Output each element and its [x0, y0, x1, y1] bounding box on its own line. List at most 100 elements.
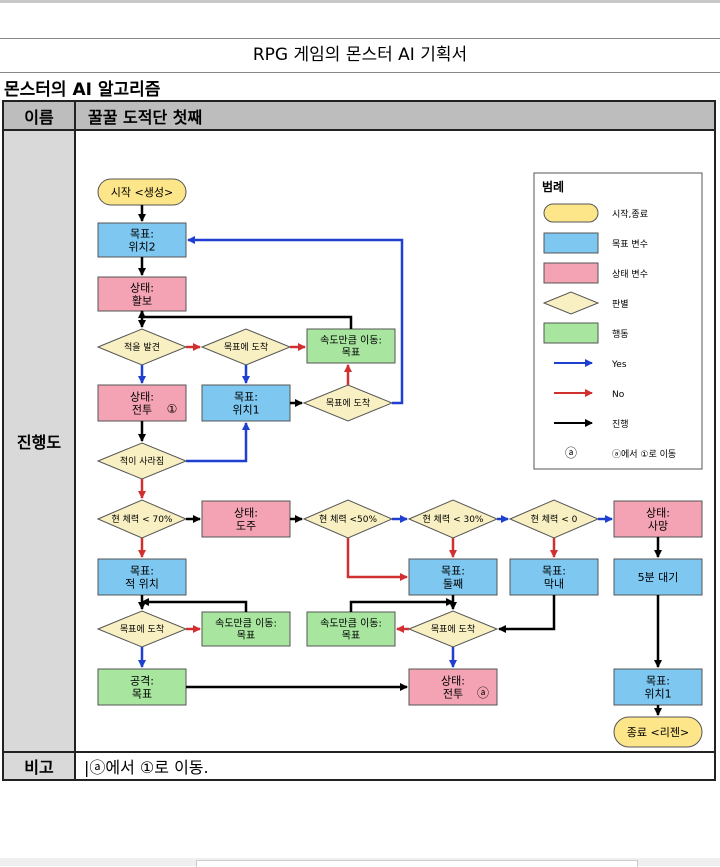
wait-5min-node-text-line: 5분 대기 [638, 571, 679, 584]
goal-pos1-a-node-text-line: 위치1 [232, 403, 259, 416]
state-dead-node-text-line: 사망 [648, 519, 668, 532]
decision-goal-reached-3-text: 목표에 도착 [120, 624, 164, 635]
arrow-move3-back [349, 598, 454, 612]
arrow-reached2-yes [187, 236, 404, 405]
state-dead-node-text-line: 상태: [646, 506, 670, 519]
legend-item-2-swatch [543, 262, 599, 284]
decision-goal-reached-2-text: 목표에 도착 [326, 398, 370, 409]
state-battle-2-node-text: 상태:전투 [441, 674, 465, 700]
legend-item-3-label: 판별 [612, 299, 629, 310]
goal-second-node-text: 목표:둘째 [441, 564, 465, 590]
decision-goal-reached-1-text: 목표에 도착 [224, 342, 268, 353]
wait-5min-node-text: 5분 대기 [638, 571, 679, 584]
name-value: 꿀꿀 도적단 첫째 [74, 100, 716, 131]
goal-second-node-text-line: 목표: [441, 564, 465, 577]
legend-item-7-label: 진행 [612, 418, 629, 430]
decision-hp0-text-line: 현 체력 < 0 [531, 513, 578, 525]
wait-5min-node [613, 558, 703, 596]
state-battle-2-node-text-line: 전투 [443, 687, 463, 700]
decision-enemy-found-text-line: 적을 발견 [124, 341, 160, 353]
goal-pos2-node-text-line: 위치2 [128, 240, 155, 253]
goal-enemy-pos-node-text-line: 목표: [130, 564, 154, 577]
arrow-hp50-no [346, 538, 408, 581]
goal-pos2-node [97, 222, 187, 258]
footer-box [196, 860, 638, 867]
legend-item-2-label: 상태 변수 [612, 269, 648, 280]
action-move-goal-2-text-line: 목표 [237, 630, 255, 642]
state-battle-2-node [408, 668, 498, 706]
state-loot-node-text: 상태:활보 [130, 281, 154, 307]
decision-goal-reached-4 [407, 610, 499, 648]
action-move-goal-1-text-line: 목표 [342, 347, 360, 359]
decision-hp50-text-line: 현 체력 <50% [319, 513, 378, 525]
action-move-goal-3 [306, 611, 396, 647]
state-flee-node-text-line: 상태: [234, 506, 258, 519]
decision-hp30-text-line: 현 체력 < 30% [423, 513, 484, 525]
decision-goal-reached-2-text-line: 목표에 도착 [326, 398, 370, 409]
arrow-youngest-to-reached4 [498, 595, 556, 633]
decision-hp70-text: 현 체력 < 70% [112, 513, 173, 525]
state-dead-node-text: 상태:사망 [646, 506, 670, 532]
state-flee-node-text: 상태:도주 [234, 506, 258, 532]
decision-hp30-text: 현 체력 < 30% [423, 513, 484, 525]
legend-item-3-swatch [542, 291, 600, 315]
goal-pos1-b-node-text-line: 목표: [646, 674, 670, 687]
state-battle-1-node-marker: ① [167, 402, 178, 416]
action-move-goal-3-text: 속도만큼 이동:목표 [320, 618, 382, 642]
goal-enemy-pos-node [97, 558, 187, 596]
decision-enemy-found-text: 적을 발견 [124, 341, 160, 353]
legend-item-4-label: 행동 [612, 328, 629, 340]
legend-item-1-swatch [543, 232, 599, 254]
action-move-goal-1-text-line: 속도만큼 이동: [320, 335, 382, 347]
goal-pos2-node-text-line: 목표: [130, 227, 154, 240]
action-move-goal-1-text: 속도만큼 이동:목표 [320, 335, 382, 359]
state-loot-node-text-line: 상태: [130, 281, 154, 294]
legend-item-4-swatch [543, 322, 599, 344]
state-loot-node-text-line: 활보 [132, 293, 152, 307]
goal-pos1-a-node-text: 목표:위치1 [232, 390, 259, 416]
legend-item-5-label: Yes [611, 360, 627, 370]
action-attack-node-text: 공격:목표 [130, 674, 154, 700]
state-battle-1-node-text: 상태:전투 [130, 390, 154, 416]
goal-youngest-node-text-line: 막내 [544, 577, 564, 590]
start-node-text-line: 시작 <생성> [111, 186, 173, 199]
legend-item-1-label: 목표 변수 [612, 239, 648, 250]
action-move-goal-2-text-line: 속도만큼 이동: [215, 618, 277, 630]
decision-goal-reached-1-text-line: 목표에 도착 [224, 342, 268, 353]
goal-youngest-node [509, 558, 599, 596]
goal-enemy-pos-node-text: 목표:적 위치 [125, 564, 159, 590]
arrow-move1-back [138, 310, 353, 329]
end-node-text-line: 종료 <리젠> [627, 726, 689, 739]
goal-pos1-a-node-text-line: 목표: [234, 390, 258, 403]
legend-item-0-swatch [543, 203, 599, 223]
state-battle-2-node-text-line: 상태: [441, 674, 465, 687]
end-node-text: 종료 <리젠> [627, 726, 689, 739]
goal-youngest-node-text: 목표:막내 [542, 564, 566, 590]
decision-goal-reached-3-text-line: 목표에 도착 [120, 624, 164, 635]
goal-pos1-b-node-text-line: 위치1 [644, 687, 671, 700]
legend-item-6-label: No [612, 390, 625, 400]
action-attack-node [97, 668, 187, 706]
legend-item-0-label: 시작,종료 [612, 209, 648, 220]
decision-hp70-text-line: 현 체력 < 70% [112, 513, 173, 525]
start-node-text: 시작 <생성> [111, 186, 173, 199]
arrow-move2-back [141, 598, 248, 612]
action-attack-node-text-line: 목표 [132, 687, 152, 700]
note-value: |ⓐ에서 ①로 이동. [74, 751, 716, 781]
section-title: 몬스터의 AI 알고리즘 [4, 80, 161, 100]
goal-pos2-node-text: 목표:위치2 [128, 227, 155, 253]
legend-item-8-label: ⓐ에서 ①로 이동 [612, 449, 676, 460]
action-attack-node-text-line: 공격: [130, 674, 154, 687]
name-label: 이름 [2, 100, 76, 131]
decision-goal-reached-4-text-line: 목표에 도착 [431, 624, 475, 635]
state-dead-node [613, 500, 703, 538]
end-node [613, 716, 703, 748]
action-move-goal-2-text: 속도만큼 이동:목표 [215, 618, 277, 642]
decision-goal-reached-4-text: 목표에 도착 [431, 624, 475, 635]
document-title: RPG 게임의 몬스터 AI 기획서 [0, 38, 720, 73]
goal-youngest-node-text-line: 목표: [542, 564, 566, 577]
